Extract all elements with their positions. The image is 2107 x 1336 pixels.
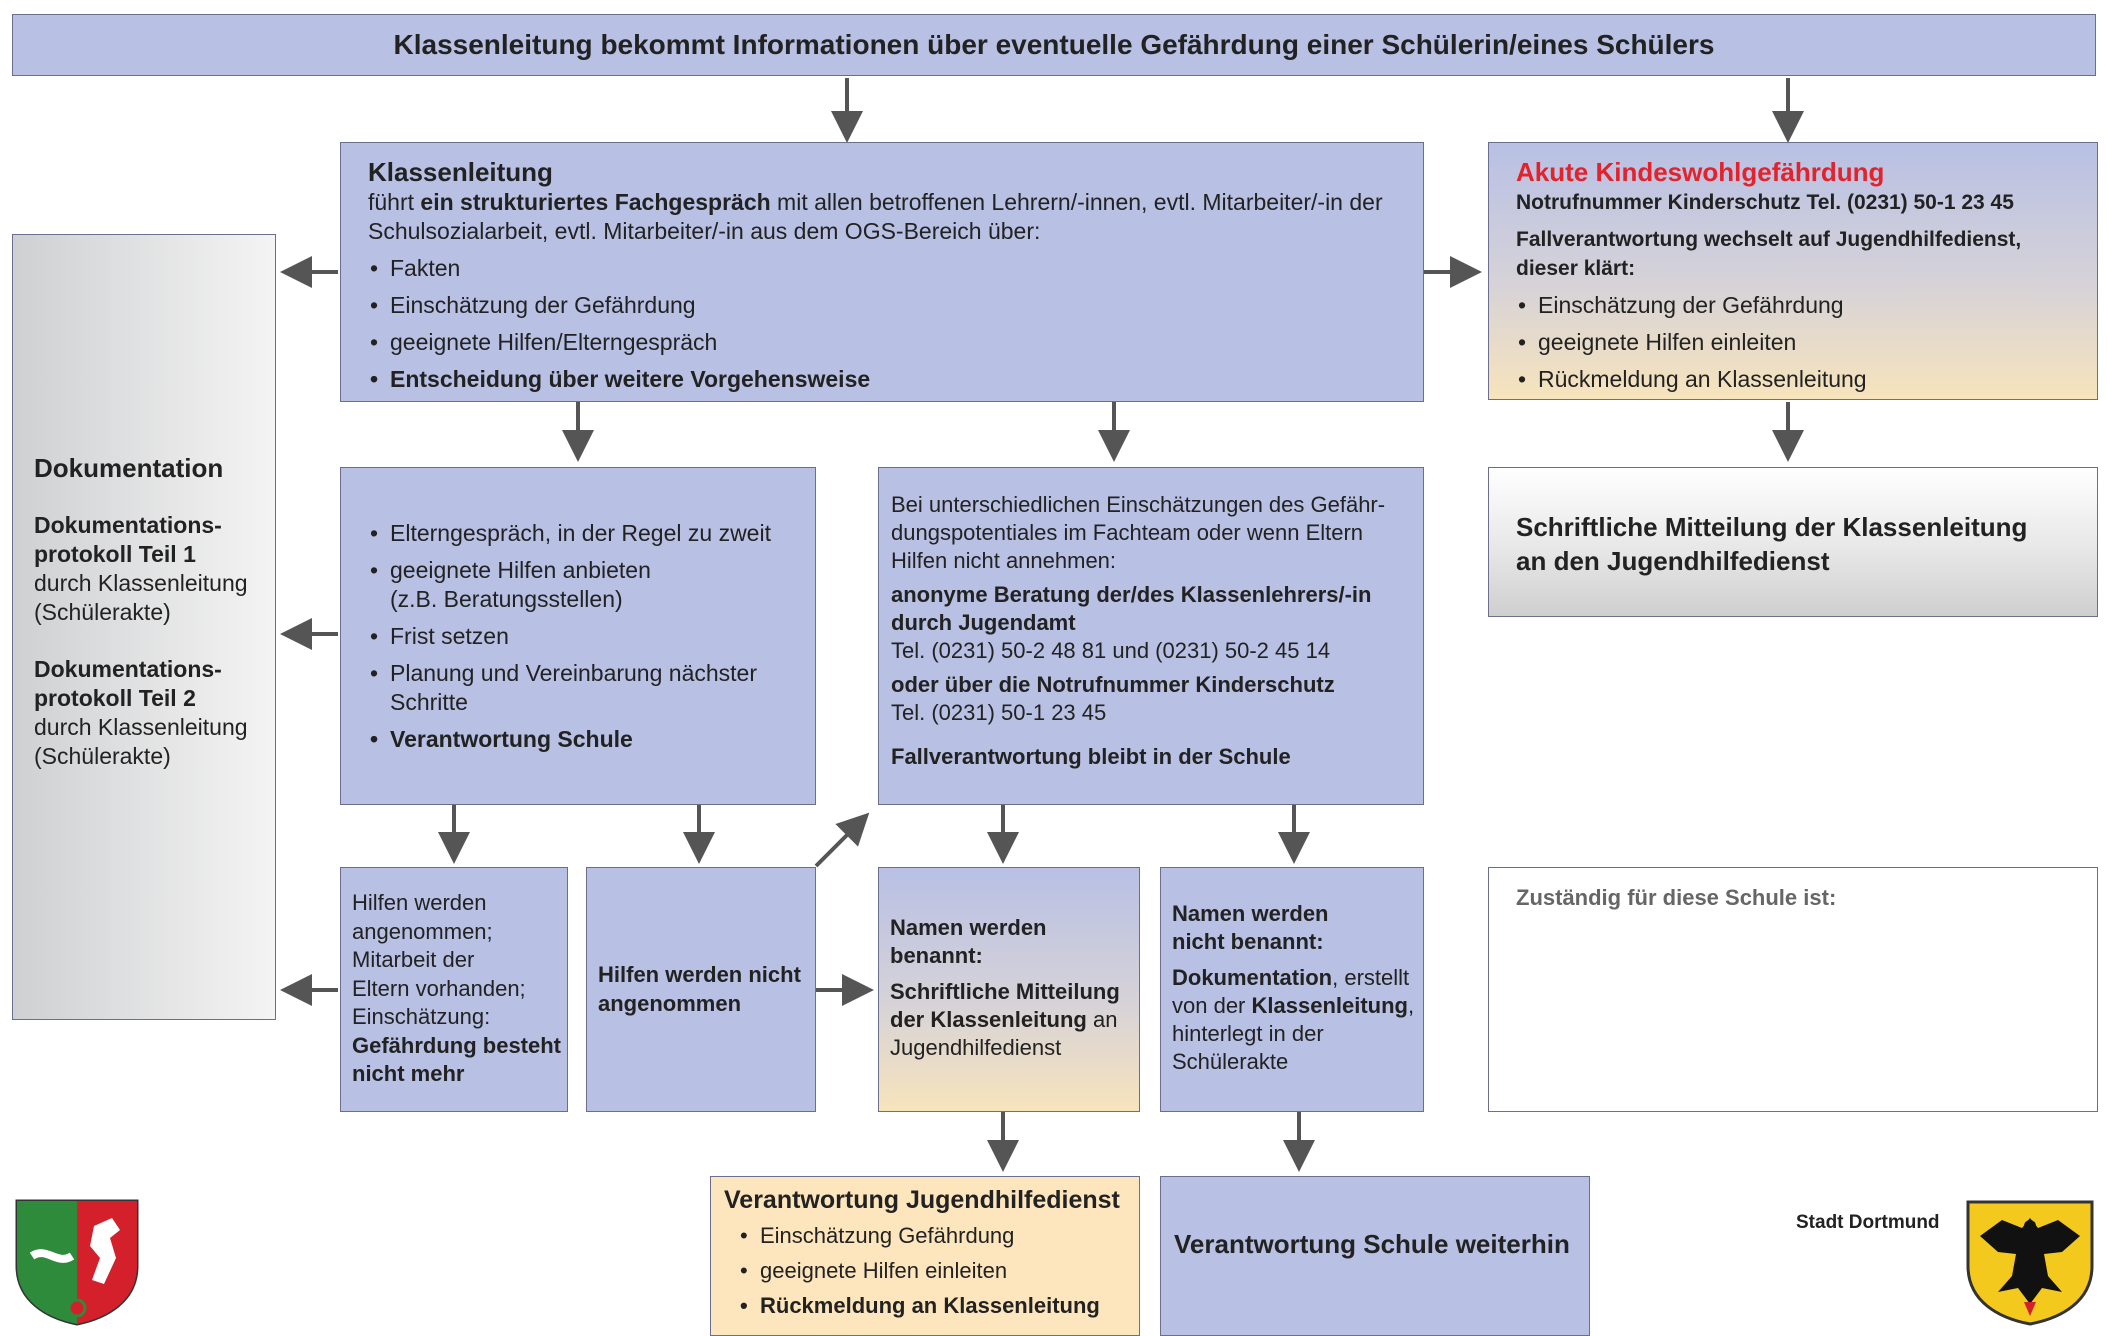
- list-item: Frist setzen: [368, 622, 808, 651]
- klassenleitung-content: Klassenleitung führt ein strukturiertes …: [368, 156, 1408, 402]
- benannt-title: Namen werden benannt:: [890, 915, 1047, 968]
- intro-bold: ein strukturiertes Fachgespräch: [420, 189, 771, 215]
- beratung-intro: Bei unterschiedlichen Einschätzungen des…: [891, 492, 1386, 573]
- beratung-notruf-tel: Tel. (0231) 50-1 23 45: [891, 700, 1107, 725]
- schriftlich-box: [1488, 467, 2098, 617]
- doc-mid: , erstellt von der: [1172, 965, 1410, 1018]
- benannt-text: Schriftliche Mitteilung der Klassenleitu…: [890, 978, 1136, 1062]
- list-item: Fakten: [368, 254, 1408, 283]
- schule-weiter-text: Verantwortung Schule weiterhin: [1174, 1229, 1570, 1259]
- klassenleitung-list: Fakten Einschätzung der Gefährdung geeig…: [368, 254, 1408, 394]
- benannt-post: an Jugendhilfedienst: [890, 1007, 1118, 1060]
- list-item: Einschätzung der Gefährdung: [1516, 291, 2086, 320]
- header-box: Klassenleitung bekommt Informationen übe…: [12, 14, 2096, 76]
- list-item: Verantwortung Schule: [368, 725, 808, 754]
- documentation-protokoll-2-title: Dokumentations- protokoll Teil 2: [34, 656, 222, 711]
- arrow-nicht-angenommen-to-beratung: [814, 812, 870, 868]
- header-title: Klassenleitung bekommt Informationen übe…: [393, 29, 1715, 60]
- schriftlich-text: Schriftliche Mitteilung der Klassenleitu…: [1516, 512, 2028, 576]
- akut-list: Einschätzung der Gefährdung geeignete Hi…: [1516, 291, 2086, 394]
- klassenleitung-title: Klassenleitung: [368, 157, 553, 187]
- nicht-benannt-text: Dokumentation, erstellt von der Klassenl…: [1172, 964, 1422, 1076]
- documentation-box: [12, 234, 276, 1020]
- list-item: geeignete Hilfen/Elterngespräch: [368, 328, 1408, 357]
- list-item: geeignete Hilfen einleiten: [738, 1257, 1134, 1284]
- eltern-content: Elterngespräch, in der Regel zu zweit ge…: [368, 519, 808, 762]
- zustaendig-text: Zuständig für diese Schule ist:: [1516, 885, 1837, 910]
- documentation-protokoll-1-title: Dokumentations- protokoll Teil 1: [34, 512, 222, 567]
- akut-content: Akute Kindeswohlgefährdung Notrufnummer …: [1516, 156, 2086, 402]
- intro-pre: führt: [368, 189, 421, 215]
- list-item: Planung und Vereinbarung nächster Schrit…: [368, 659, 808, 717]
- list-item: geeignete Hilfen einleiten: [1516, 328, 2086, 357]
- doc-bold-2: Klassenleitung: [1251, 993, 1408, 1018]
- benannt-bold: Schriftliche Mitteilung der Klassenleitu…: [890, 979, 1120, 1032]
- nrw-coat-of-arms-icon: [15, 1199, 139, 1326]
- angenommen-text: Hilfen werden angenommen; Mitarbeit der …: [352, 890, 526, 1029]
- doc-post: , hinterlegt in der Schülerakte: [1172, 993, 1415, 1074]
- akut-phone: Notrufnummer Kinderschutz Tel. (0231) 50…: [1516, 191, 2014, 214]
- schule-weiter-box: [1160, 1176, 1590, 1336]
- benannt-content: Namen werden benannt: Schriftliche Mitte…: [890, 914, 1136, 1062]
- angenommen-box: [340, 867, 568, 1112]
- list-item: Einschätzung der Gefährdung: [368, 291, 1408, 320]
- jugendhilfe-content: Verantwortung Jugendhilfedienst Einschät…: [724, 1184, 1134, 1327]
- zustaendig-box: [1488, 867, 2098, 1112]
- list-item: Rückmeldung an Klassenleitung: [738, 1292, 1134, 1319]
- documentation-content: Dokumentation Dokumentations- protokoll …: [34, 454, 274, 771]
- stadt-dortmund-label: Stadt Dortmund: [1796, 1212, 1940, 1233]
- doc-bold: Dokumentation: [1172, 965, 1333, 990]
- beratung-notruf: oder über die Notrufnummer Kinderschutz: [891, 672, 1335, 697]
- list-item: Rückmeldung an Klassenleitung: [1516, 365, 2086, 394]
- nicht-benannt-title: Namen werden nicht benannt:: [1172, 901, 1329, 954]
- beratung-anonym: anonyme Beratung der/des Klassenlehrers/…: [891, 582, 1372, 635]
- nicht-angenommen-text: Hilfen werden nicht angenommen: [598, 962, 801, 1016]
- beratung-fallverantwortung: Fallverantwortung bleibt in der Schule: [891, 744, 1291, 769]
- list-item: geeignete Hilfen anbieten (z.B. Beratung…: [368, 556, 808, 614]
- nicht-benannt-content: Namen werden nicht benannt: Dokumentatio…: [1172, 900, 1422, 1076]
- beratung-box: [878, 467, 1424, 805]
- documentation-title: Dokumentation: [34, 453, 224, 483]
- jugendhilfe-list: Einschätzung Gefährdung geeignete Hilfen…: [724, 1222, 1134, 1319]
- documentation-protokoll-1-text: durch Klassenleitung (Schülerakte): [34, 570, 248, 625]
- angenommen-content: Hilfen werden angenommen; Mitarbeit der …: [352, 889, 566, 1089]
- intro-post: mit allen betroffenen Lehrern/-innen, ev…: [368, 189, 1383, 244]
- klassenleitung-intro: führt ein strukturiertes Fachgespräch mi…: [368, 188, 1408, 246]
- akut-switch: Fallverantwortung wechselt auf Jugendhil…: [1516, 228, 2022, 280]
- akut-title: Akute Kindeswohlgefährdung: [1516, 157, 1885, 187]
- benannt-box: [878, 867, 1140, 1112]
- beratung-content: Bei unterschiedlichen Einschätzungen des…: [891, 491, 1416, 771]
- beratung-anonym-tel: Tel. (0231) 50-2 48 81 und (0231) 50-2 4…: [891, 638, 1331, 663]
- angenommen-bold: Gefährdung besteht nicht mehr: [352, 1032, 562, 1087]
- list-item: Elterngespräch, in der Regel zu zweit: [368, 519, 808, 548]
- documentation-protokoll-2-text: durch Klassenleitung (Schülerakte): [34, 714, 248, 769]
- akut-box: [1488, 142, 2098, 400]
- list-item: Entscheidung über weitere Vorgehensweise: [368, 365, 1408, 394]
- nicht-benannt-box: [1160, 867, 1424, 1112]
- eltern-list: Elterngespräch, in der Regel zu zweit ge…: [368, 519, 808, 754]
- dortmund-eagle-icon: [1966, 1200, 2094, 1326]
- nicht-angenommen-box: [586, 867, 816, 1112]
- jugendhilfe-title: Verantwortung Jugendhilfedienst: [724, 1186, 1120, 1214]
- list-item: Einschätzung Gefährdung: [738, 1222, 1134, 1249]
